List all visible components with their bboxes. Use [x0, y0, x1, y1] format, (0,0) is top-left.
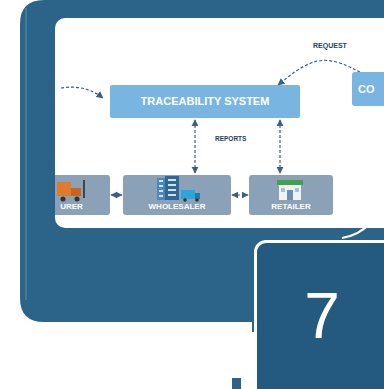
- dashed-connector: [194, 120, 195, 173]
- note-label: REPORTS: [213, 135, 248, 142]
- image-card: TRACEABILITY SYSTEM CO URER WHOLESALER RETAI…: [55, 18, 384, 228]
- dashed-connector: [111, 194, 122, 195]
- corner-bar: [232, 378, 241, 389]
- incoming-arrow: [61, 87, 103, 98]
- edge-label: REQUEST: [311, 42, 349, 49]
- dashed-connector: [232, 194, 248, 195]
- node-label: RETAILER: [271, 203, 310, 212]
- icon-layer: [55, 18, 384, 228]
- consumer-box: CO: [352, 72, 384, 106]
- dashed-connector: [278, 60, 360, 85]
- node-label: 7: [304, 281, 340, 351]
- warehouse-icon: [157, 176, 200, 202]
- store-icon: [277, 180, 303, 200]
- panel-edge: [25, 8, 27, 300]
- node-label: CO: [358, 83, 375, 95]
- dashed-connector: [279, 120, 280, 173]
- node-label: WHOLESALER: [149, 203, 206, 212]
- number-box: 7: [254, 240, 384, 389]
- system-box: TRACEABILITY SYSTEM: [110, 85, 300, 118]
- forklift-icon: [57, 180, 85, 202]
- node-label: URER: [60, 203, 83, 212]
- node-label: TRACEABILITY SYSTEM: [141, 95, 270, 107]
